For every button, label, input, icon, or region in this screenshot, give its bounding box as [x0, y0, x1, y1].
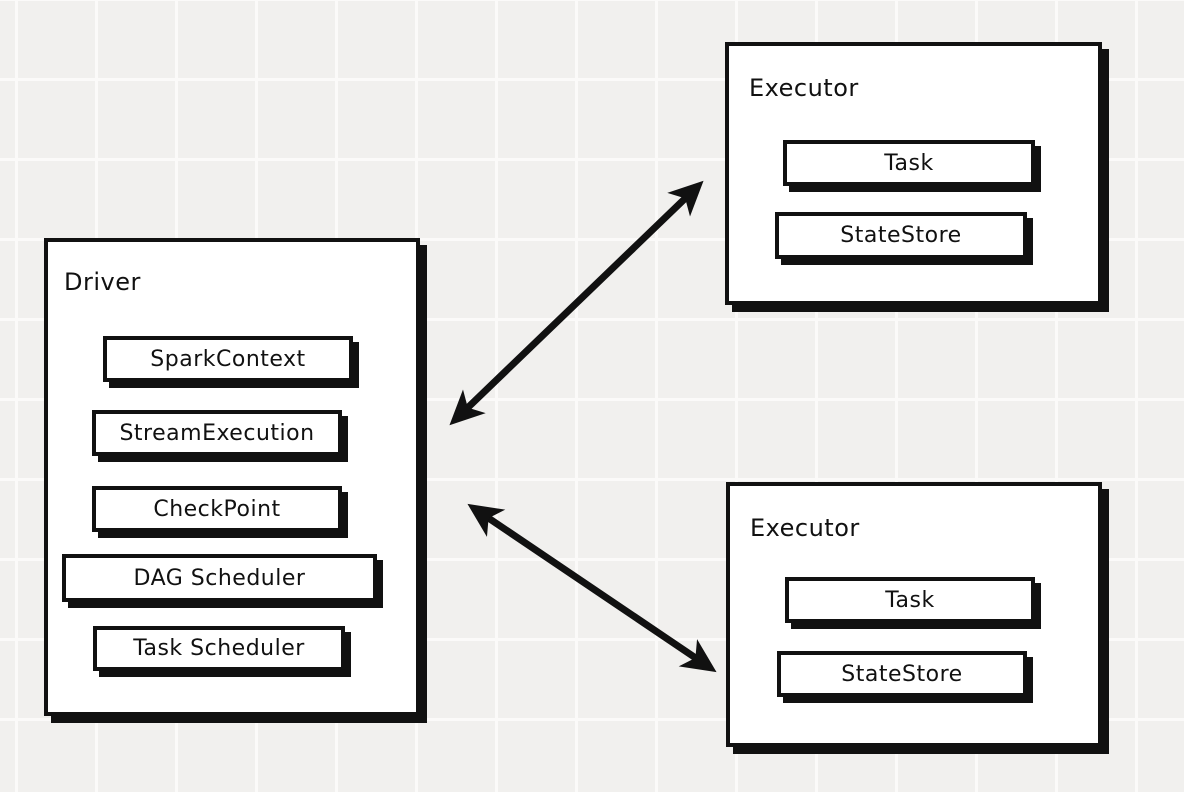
executor-bottom-component-statestore: StateStore — [777, 651, 1027, 697]
executor-bottom-component-task-label: Task — [885, 587, 935, 613]
executor-top-component-task-label: Task — [884, 150, 934, 176]
driver-component-streamexecution-label: StreamExecution — [119, 420, 315, 446]
arrow-driver-executor-bottom — [467, 503, 717, 673]
driver-component-checkpoint-label: CheckPoint — [153, 496, 281, 522]
arrow-driver-executor-top — [449, 180, 704, 426]
executor-top-component-task: Task — [783, 140, 1035, 186]
executor-top-title: Executor — [749, 74, 859, 102]
executor-bottom-component-statestore-label: StateStore — [841, 661, 963, 687]
driver-component-streamexecution: StreamExecution — [92, 410, 342, 456]
driver-component-sparkcontext-label: SparkContext — [150, 346, 306, 372]
executor-top-box: Executor Task StateStore — [725, 42, 1102, 305]
executor-top-component-statestore: StateStore — [775, 212, 1027, 259]
driver-component-checkpoint: CheckPoint — [92, 486, 342, 532]
executor-bottom-title: Executor — [750, 514, 860, 542]
driver-component-dag-scheduler: DAG Scheduler — [62, 554, 377, 602]
executor-bottom-box: Executor Task StateStore — [726, 482, 1102, 747]
driver-component-sparkcontext: SparkContext — [103, 336, 353, 382]
driver-component-task-scheduler-label: Task Scheduler — [133, 636, 305, 661]
driver-component-task-scheduler: Task Scheduler — [93, 626, 345, 671]
executor-bottom-component-task: Task — [785, 577, 1035, 623]
driver-component-dag-scheduler-label: DAG Scheduler — [133, 565, 306, 591]
driver-box: Driver SparkContext StreamExecution Chec… — [44, 238, 420, 716]
driver-title: Driver — [64, 268, 141, 296]
executor-top-component-statestore-label: StateStore — [840, 223, 962, 248]
